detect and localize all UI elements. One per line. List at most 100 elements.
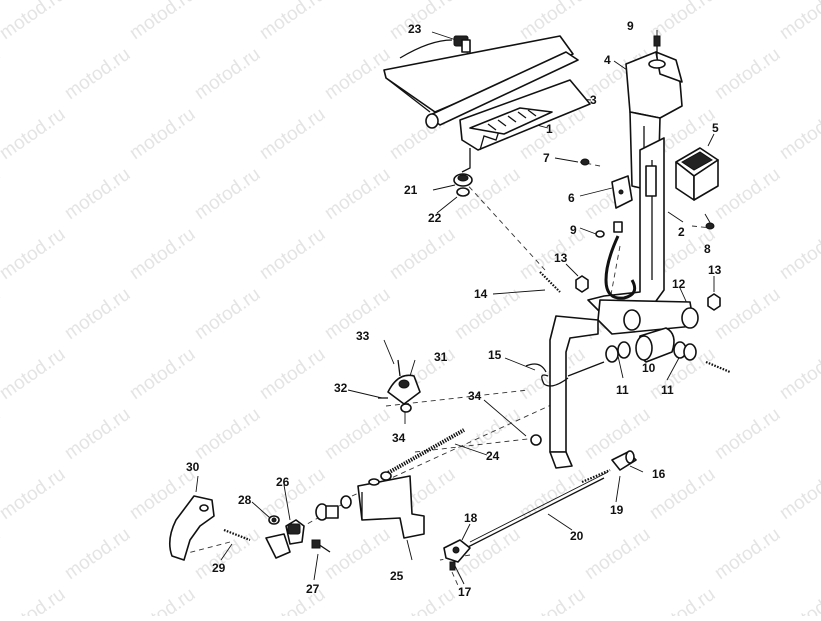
cable-loop xyxy=(604,235,637,300)
watermark-text: motod.ru xyxy=(776,104,821,164)
nuts-part-13 xyxy=(575,275,721,311)
callout-34a: 34 xyxy=(392,431,406,445)
watermark-text: motod.ru xyxy=(386,224,459,284)
watermark-text: motod.ru xyxy=(516,584,589,616)
callout-19: 19 xyxy=(610,503,624,517)
callout-25: 25 xyxy=(390,569,404,583)
callout-12: 12 xyxy=(672,277,686,291)
watermark-text: motod.ru xyxy=(386,584,459,616)
bracket-part-6 xyxy=(611,175,633,209)
callout-11b: 11 xyxy=(661,383,674,397)
watermark-text: motod.ru xyxy=(126,0,199,44)
callout-23: 23 xyxy=(408,22,422,36)
watermark-text: motod.ru xyxy=(256,104,329,164)
callout-26: 26 xyxy=(276,475,290,489)
watermark-text: motod.ru xyxy=(126,224,199,284)
watermark-text: motod.ru xyxy=(61,284,134,344)
comb-plate xyxy=(469,107,553,135)
adjuster-group-26-29 xyxy=(223,495,352,559)
clevis-31-34 xyxy=(378,359,421,413)
watermark-text: motod.ru xyxy=(451,284,524,344)
callout-20: 20 xyxy=(570,529,584,543)
callout-4: 4 xyxy=(604,53,611,67)
lever-arm-part-2 xyxy=(587,137,665,313)
square-tube-part-5 xyxy=(675,147,719,201)
watermark-text: motod.ru xyxy=(191,404,264,464)
watermark-text: motod.ru xyxy=(711,404,784,464)
callout-9b: 9 xyxy=(570,223,577,237)
watermark-text: motod.ru xyxy=(581,524,654,584)
callout-10: 10 xyxy=(642,361,656,375)
watermark-text: motod.ru xyxy=(191,524,264,584)
callout-27: 27 xyxy=(306,582,320,596)
callout-18: 18 xyxy=(464,511,478,525)
callout-7: 7 xyxy=(543,151,550,165)
callout-17: 17 xyxy=(458,585,472,599)
lower-arm xyxy=(541,315,599,469)
callout-31: 31 xyxy=(434,350,448,364)
clip-part-23 xyxy=(399,35,471,59)
watermark-text: motod.ru xyxy=(0,164,4,224)
callout-15: 15 xyxy=(488,348,502,362)
watermark-text: motod.ru xyxy=(711,44,784,104)
callout-5: 5 xyxy=(712,121,719,135)
callout-34b: 34 xyxy=(468,389,482,403)
clip-part-15 xyxy=(525,363,547,373)
watermark-text: motod.ru xyxy=(126,344,199,404)
bushing-washers-10-11 xyxy=(567,327,731,377)
watermark-text: motod.ru xyxy=(256,344,329,404)
watermark-text: motod.ru xyxy=(61,524,134,584)
watermark-text: motod.ru xyxy=(0,104,69,164)
callout-11a: 11 xyxy=(616,383,629,397)
callout-32: 32 xyxy=(334,381,348,395)
watermark-text: motod.ru xyxy=(321,164,394,224)
callout-24: 24 xyxy=(486,449,500,463)
watermark-text: motod.ru xyxy=(0,524,4,584)
watermark-text: motod.ru xyxy=(711,524,784,584)
small-bolts xyxy=(580,35,715,238)
watermark-text: motod.ru xyxy=(321,44,394,104)
watermark-text: motod.ru xyxy=(776,344,821,404)
watermark-text: motod.ru xyxy=(0,344,69,404)
watermark-text: motod.ru xyxy=(321,524,394,584)
callout-8: 8 xyxy=(704,242,711,256)
watermark-text: motod.ru xyxy=(0,44,4,104)
callout-6: 6 xyxy=(568,191,575,205)
callout-21: 21 xyxy=(404,183,418,197)
watermark-text: motod.ru xyxy=(776,464,821,524)
watermark-text: motod.ru xyxy=(191,284,264,344)
threaded-rod-24 xyxy=(380,428,542,481)
watermark-text: motod.ru xyxy=(0,584,69,616)
watermark-text: motod.ru xyxy=(776,224,821,284)
bracket-plate-25 xyxy=(357,475,425,539)
callout-29: 29 xyxy=(212,561,226,575)
callout-9a: 9 xyxy=(627,19,634,33)
callout-28: 28 xyxy=(238,493,252,507)
watermark-text: motod.ru xyxy=(516,224,589,284)
watermark-text: motod.ru xyxy=(776,584,821,616)
callout-13a: 13 xyxy=(554,251,568,265)
watermark-text: motod.ru xyxy=(61,404,134,464)
watermark-text: motod.ru xyxy=(0,284,4,344)
watermark-text: motod.ru xyxy=(0,464,69,524)
watermark-text: motod.ru xyxy=(581,404,654,464)
callout-13b: 13 xyxy=(708,263,722,277)
watermark-text: motod.ru xyxy=(711,284,784,344)
mounting-bracket-30 xyxy=(168,495,215,561)
callout-labels: 1 2 3 4 5 6 7 8 9 9 10 11 11 12 13 13 14… xyxy=(186,19,722,599)
watermark-text: motod.ru xyxy=(0,0,69,44)
watermark-text: motod.ru xyxy=(61,44,134,104)
callout-22: 22 xyxy=(428,211,442,225)
watermark-text: motod.ru xyxy=(61,164,134,224)
callout-16: 16 xyxy=(652,467,666,481)
watermark-text: motod.ru xyxy=(191,44,264,104)
watermark-text: motod.ru xyxy=(776,0,821,44)
callout-3: 3 xyxy=(590,93,597,107)
callout-2: 2 xyxy=(678,225,685,239)
long-rod-16-19-20 xyxy=(465,450,637,549)
rod-end-17-18 xyxy=(443,539,471,571)
nut-washer-21-22 xyxy=(453,173,473,197)
watermark-text: motod.ru xyxy=(711,164,784,224)
shaft-part-12 xyxy=(597,299,699,335)
